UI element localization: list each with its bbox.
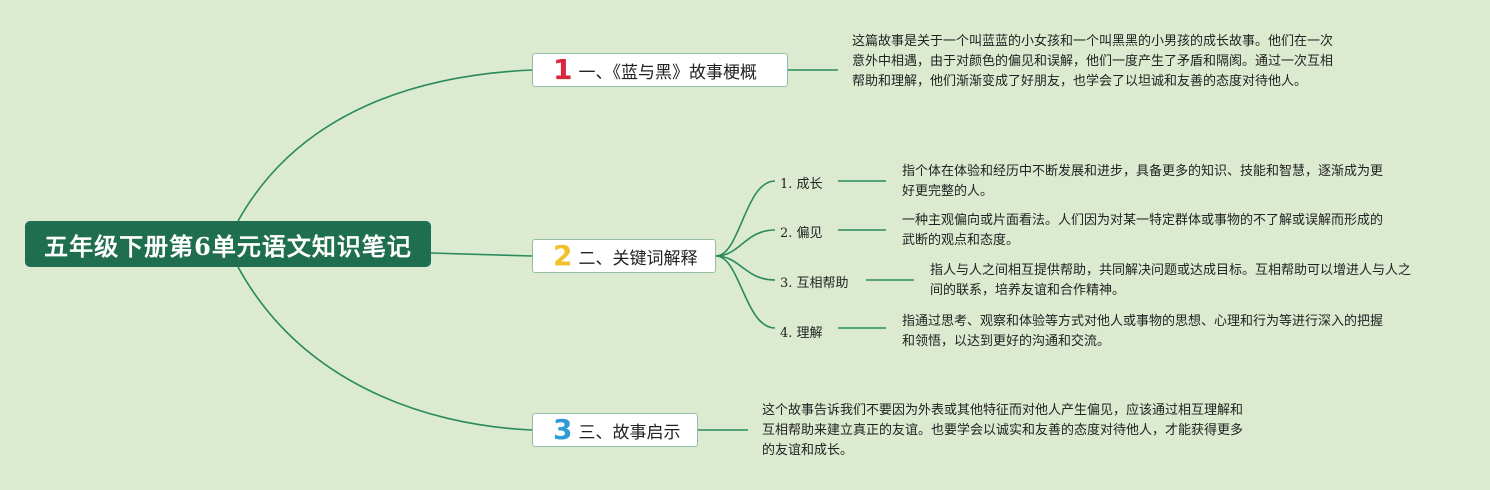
branch-text-story-lesson: 这个故事告诉我们不要因为外表或其他特征而对他人产生偏见，应该通过相互理解和互相帮… <box>762 403 1244 458</box>
keyword-text-growth: 指个体在体验和经历中不断发展和进步，具备更多的知识、技能和智慧，逐渐成为更好更完… <box>902 164 1384 199</box>
keyword-mutual-help[interactable]: 3. 互相帮助 <box>780 276 849 291</box>
root-title: 五年级下册第6单元语文知识笔记 <box>44 231 412 261</box>
link-branch2-sub2 <box>715 229 776 257</box>
branch-number-2: 2 <box>553 239 573 272</box>
keyword-understanding[interactable]: 4. 理解 <box>780 326 823 341</box>
keyword-text-understanding: 指通过思考、观察和体验等方式对他人或事物的思想、心理和行为等进行深入的把握和领悟… <box>902 314 1384 349</box>
keyword-growth[interactable]: 1. 成长 <box>780 177 823 192</box>
branch-number-1: 1 <box>553 53 573 86</box>
keyword-text-mutual-help: 指人与人之间相互提供帮助，共同解决问题或达成目标。互相帮助可以增进人与人之间的联… <box>930 263 1412 298</box>
branch-label: 三、故事启示 <box>578 422 681 443</box>
link-branch2-sub4 <box>715 255 776 329</box>
branch-label: 二、关键词解释 <box>578 248 698 269</box>
branch-text-story-summary: 这篇故事是关于一个叫蓝蓝的小女孩和一个叫黑黑的小男孩的成长故事。他们在一次意外中… <box>852 34 1334 89</box>
link-root-branch2 <box>430 252 533 257</box>
branch-keywords[interactable]: 2 二、关键词解释 <box>532 239 716 273</box>
branch-story-lesson[interactable]: 3 三、故事启示 <box>532 413 698 447</box>
link-branch2-sub1 <box>715 180 776 257</box>
keyword-prejudice[interactable]: 2. 偏见 <box>780 226 823 241</box>
link-branch2-sub3 <box>715 255 776 281</box>
keyword-text-prejudice: 一种主观偏向或片面看法。人们因为对某一特定群体或事物的不了解或误解而形成的武断的… <box>902 213 1384 248</box>
branch-story-summary[interactable]: 1 一、《蓝与黑》故事梗概 <box>532 53 788 87</box>
root-topic[interactable]: 五年级下册第6单元语文知识笔记 <box>25 221 431 267</box>
branch-number-3: 3 <box>553 413 573 446</box>
link-root-branch3 <box>237 266 533 431</box>
link-root-branch1 <box>237 69 533 222</box>
branch-label: 一、《蓝与黑》故事梗概 <box>578 62 757 83</box>
